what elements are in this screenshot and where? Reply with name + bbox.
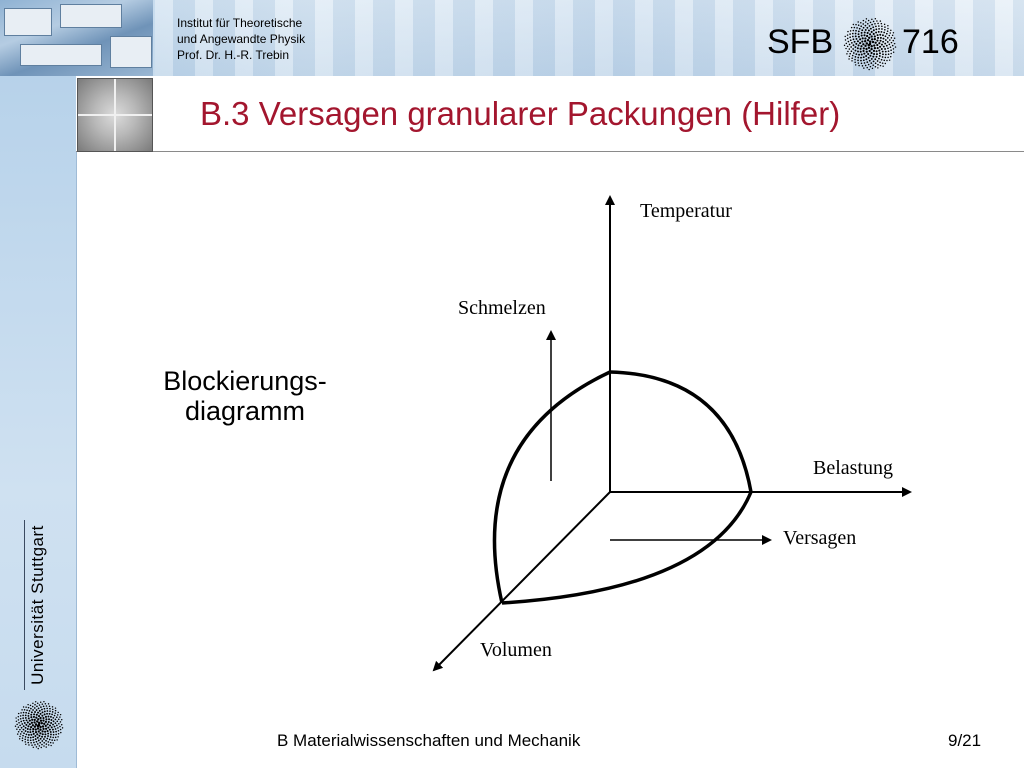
jamming-surface-curve bbox=[609, 370, 753, 493]
sfb-number: 716 bbox=[902, 23, 959, 61]
diagram-caption-line: Blockierungs- bbox=[163, 366, 327, 396]
university-dot-logo-icon bbox=[14, 701, 64, 750]
diagram-caption: Blockierungs- diagramm bbox=[120, 366, 370, 426]
header-background bbox=[0, 0, 1024, 76]
sidebar-band bbox=[0, 76, 76, 768]
jamming-surface-curve bbox=[501, 491, 753, 605]
slide-title: B.3 Versagen granularer Packungen (Hilfe… bbox=[200, 95, 841, 132]
sfb-label: SFB bbox=[767, 23, 834, 61]
granular-packing-image bbox=[77, 78, 153, 152]
institute-line: Institut für Theoretische bbox=[177, 16, 303, 30]
volumen-label: Volumen bbox=[480, 639, 552, 661]
sidebar-rule bbox=[24, 520, 25, 690]
versagen-label: Versagen bbox=[783, 527, 856, 549]
institute-line: und Angewandte Physik bbox=[177, 32, 306, 46]
campus-photo bbox=[0, 0, 153, 76]
schmelzen-label: Schmelzen bbox=[458, 297, 546, 319]
page-number: 9/21 bbox=[948, 731, 982, 750]
sidebar-divider bbox=[76, 152, 77, 768]
belastung-label: Belastung bbox=[813, 457, 893, 479]
footer-section: B Materialwissenschaften und Mechanik bbox=[277, 731, 581, 750]
volumen-axis bbox=[432, 491, 611, 672]
institute-info: Institut für Theoretische und Angewandte… bbox=[177, 15, 305, 63]
institute-line: Prof. Dr. H.-R. Trebin bbox=[177, 48, 290, 62]
header-divider bbox=[76, 151, 1024, 152]
temperatur-label: Temperatur bbox=[640, 200, 732, 222]
jamming-surface-curve bbox=[492, 370, 611, 604]
sfb-dot-logo-icon bbox=[843, 18, 897, 71]
university-name: Universität Stuttgart bbox=[28, 525, 47, 685]
jamming-diagram: Temperatur Schmelzen Belastung Versagen … bbox=[432, 195, 912, 672]
diagram-caption-line: diagramm bbox=[184, 396, 306, 426]
header-photo-banner bbox=[155, 0, 1024, 76]
